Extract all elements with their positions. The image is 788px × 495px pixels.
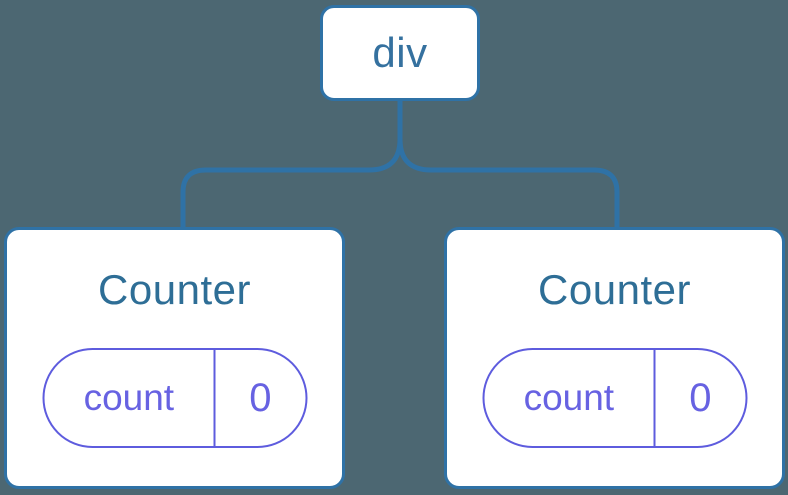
state-pill: count 0 [42, 348, 307, 448]
tree-root-node: div [320, 5, 480, 101]
component-title: Counter [98, 266, 251, 313]
component-title: Counter [538, 266, 691, 313]
state-key: count [484, 350, 656, 446]
state-key: count [44, 350, 216, 446]
root-node-label: div [372, 29, 428, 76]
connector-right-branch [397, 100, 620, 229]
state-value: 0 [689, 375, 712, 420]
state-value: 0 [249, 375, 272, 420]
connector-left-branch [180, 100, 403, 229]
state-pill: count 0 [482, 348, 747, 448]
counter-card-right: Counter count 0 [444, 227, 785, 489]
counter-card-left: Counter count 0 [4, 227, 345, 489]
